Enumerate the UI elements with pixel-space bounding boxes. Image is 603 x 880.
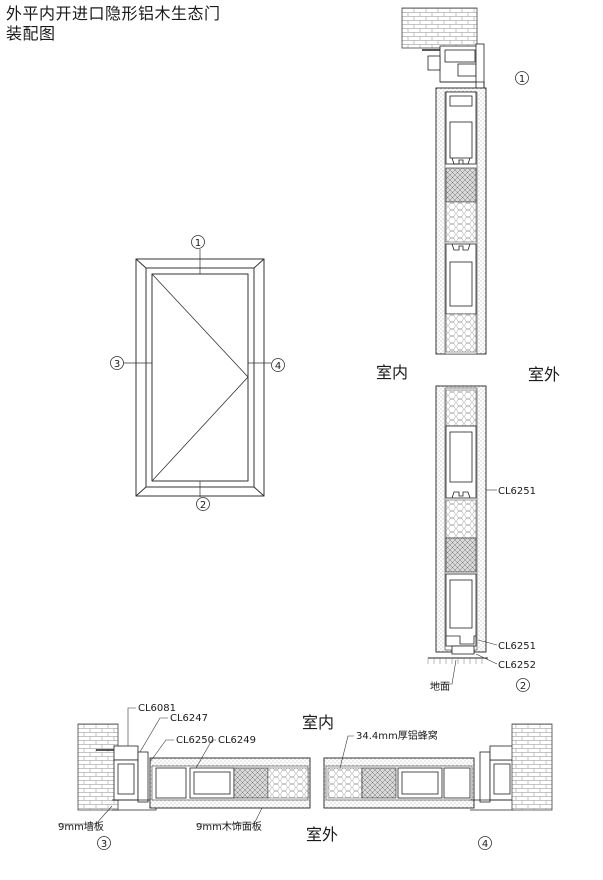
right-wall (511, 723, 553, 811)
horizontal-section: CL6081 CL6247 CL6250 CL6249 34.4mm厚铝蜂窝 9… (58, 703, 553, 850)
section-mark-3: 3 (114, 359, 120, 370)
callout-honeycomb: 34.4mm厚铝蜂窝 (356, 729, 438, 742)
callout-cl6251-upper: CL6251 (498, 486, 536, 497)
callout-cl6081: CL6081 (138, 703, 176, 714)
callout-cl6251-lower: CL6251 (498, 641, 536, 652)
section-mark-4-detail: 4 (482, 839, 488, 850)
section-mark-2: 2 (200, 500, 206, 511)
elevation-section-marks: 1 2 3 4 (110, 235, 285, 511)
right-stile-profile (397, 767, 471, 799)
section-mark-3-detail: 3 (101, 839, 107, 850)
upper-mid-rail-profile (445, 243, 477, 315)
left-wall (77, 723, 119, 811)
sash (151, 273, 249, 482)
upper-honeycomb (445, 201, 477, 243)
left-frame-profile (96, 745, 157, 811)
section-mark-2-detail: 2 (520, 681, 526, 692)
drawing-subtitle: 装配图 (6, 24, 56, 43)
outdoor-label-vertical: 室外 (528, 365, 560, 384)
outer-frame (135, 258, 265, 497)
opening-direction (151, 273, 249, 482)
section-mark-4: 4 (275, 361, 281, 372)
vertical-section: CL6251 CL6251 CL6252 地面 1 2 室内 室外 (376, 7, 560, 693)
callout-cl6250: CL6250 (176, 735, 214, 746)
left-stile-profile (155, 767, 235, 799)
door-elevation (124, 249, 271, 497)
inner-frame (145, 267, 255, 488)
lower-mid-rail-profile (445, 425, 477, 499)
lower-insulation (445, 537, 477, 573)
section-mark-1-detail: 1 (519, 74, 525, 85)
callout-cl6249: CL6249 (218, 735, 256, 746)
lintel-wall (401, 7, 478, 49)
section-mark-1: 1 (195, 238, 201, 249)
head-frame-profile (422, 43, 485, 95)
floor-label: 地面 (430, 680, 450, 693)
drawing-title: 外平内开进口隐形铝木生态门 (6, 4, 221, 23)
bottom-rail-profile (445, 573, 477, 655)
indoor-label-horizontal: 室内 (302, 713, 334, 732)
upper-rail-profile (445, 91, 477, 165)
indoor-label-vertical: 室内 (376, 363, 408, 382)
face-board-label: 9mm木饰面板 (196, 820, 262, 833)
upper-insulation (445, 167, 477, 203)
callout-cl6252: CL6252 (498, 660, 536, 671)
callout-cl6247: CL6247 (170, 713, 208, 724)
outdoor-label-horizontal: 室外 (306, 825, 338, 844)
wall-board-label: 9mm墙板 (58, 820, 104, 833)
